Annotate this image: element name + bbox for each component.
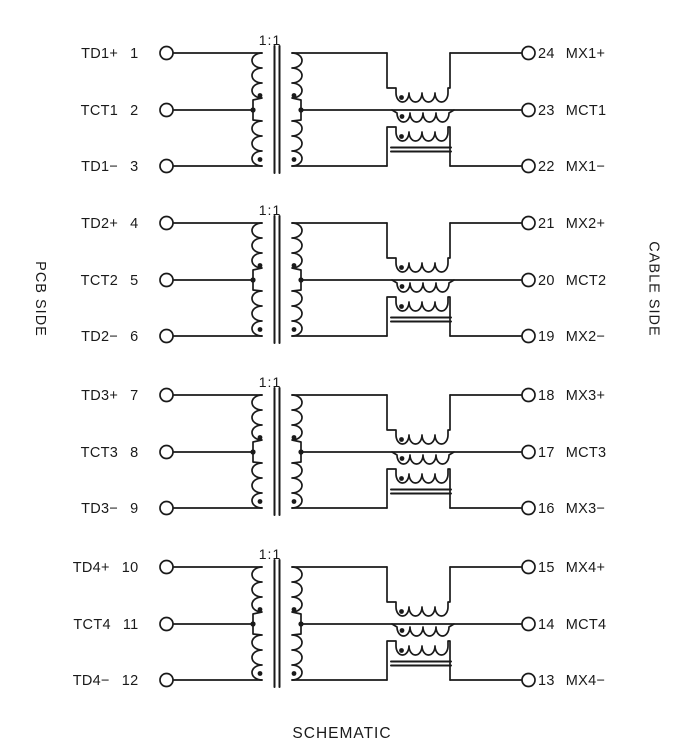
cable-side-label: CABLE SIDE xyxy=(646,241,662,336)
pin-label: TD1+ 1 xyxy=(81,46,138,62)
pin-number: 3 xyxy=(130,159,138,175)
pin-label: 23 MCT1 xyxy=(538,103,606,119)
pin-label: TD3− 9 xyxy=(81,501,138,517)
pin-number: 2 xyxy=(130,103,138,119)
pin-number: 24 xyxy=(538,46,555,62)
pin-number: 23 xyxy=(538,103,555,119)
turns-ratio-label: 1:1 xyxy=(259,202,281,218)
pin-label: 14 MCT4 xyxy=(538,617,606,633)
pin-number: 21 xyxy=(538,216,555,232)
pin-name: TD4− xyxy=(73,673,110,689)
channel-3-graphic xyxy=(159,387,536,516)
pin-name: MCT4 xyxy=(566,617,607,633)
channel-1: 1:1 TD1+ 1 TCT1 2 TD1− 3 24 MX1+ 23 MCT1 22 MX… xyxy=(81,32,606,175)
pin-name: TCT4 xyxy=(73,617,110,633)
pin-label: TD2− 6 xyxy=(81,329,138,345)
pin-number: 12 xyxy=(122,673,139,689)
pin-name: MX2− xyxy=(566,329,605,345)
pin-label: TD1− 3 xyxy=(81,159,138,175)
pin-label: TCT1 2 xyxy=(81,103,139,119)
pin-name: TCT1 xyxy=(81,103,118,119)
pin-label: TCT3 8 xyxy=(81,445,139,461)
pin-label: 16 MX3− xyxy=(538,501,605,517)
pin-number: 16 xyxy=(538,501,555,517)
pin-label: 19 MX2− xyxy=(538,329,605,345)
pin-number: 5 xyxy=(130,273,138,289)
pin-label: TD4+ 10 xyxy=(73,560,139,576)
turns-ratio-label: 1:1 xyxy=(259,374,281,390)
channel-3: 1:1 TD3+ 7 TCT3 8 TD3− 9 18 MX3+ 17 MCT3 16 MX… xyxy=(81,374,606,517)
pin-number: 1 xyxy=(130,46,138,62)
pin-label: 18 MX3+ xyxy=(538,388,605,404)
pin-label: 24 MX1+ xyxy=(538,46,605,62)
pin-label: TD4− 12 xyxy=(73,673,139,689)
pin-label: TCT2 5 xyxy=(81,273,139,289)
pin-number: 9 xyxy=(130,501,138,517)
pin-name: MCT3 xyxy=(566,445,607,461)
pin-name: MX2+ xyxy=(566,216,605,232)
pin-name: TD3+ xyxy=(81,388,118,404)
pin-number: 14 xyxy=(538,617,555,633)
pin-name: TD2− xyxy=(81,329,118,345)
drawing-title: SCHEMATIC xyxy=(292,725,391,742)
pin-name: MX3+ xyxy=(566,388,605,404)
pin-name: TD3− xyxy=(81,501,118,517)
pin-number: 19 xyxy=(538,329,555,345)
pin-number: 18 xyxy=(538,388,555,404)
pin-label: TCT4 11 xyxy=(73,617,138,633)
pin-label: 22 MX1− xyxy=(538,159,605,175)
pin-number: 22 xyxy=(538,159,555,175)
channel-4-graphic xyxy=(159,559,536,688)
pin-name: MX1+ xyxy=(566,46,605,62)
channel-2-graphic xyxy=(159,215,536,344)
pin-number: 10 xyxy=(122,560,139,576)
pin-number: 13 xyxy=(538,673,555,689)
pin-name: TCT2 xyxy=(81,273,118,289)
pin-label: TD3+ 7 xyxy=(81,388,138,404)
pin-number: 20 xyxy=(538,273,555,289)
turns-ratio-label: 1:1 xyxy=(259,32,281,48)
turns-ratio-label: 1:1 xyxy=(259,546,281,562)
channel-4: 1:1 TD4+ 10 TCT4 11 TD4− 12 15 MX4+ 14 MCT4 1… xyxy=(73,546,606,689)
channel-2: 1:1 TD2+ 4 TCT2 5 TD2− 6 21 MX2+ 20 MCT2 19 MX… xyxy=(81,202,606,345)
pcb-side-label: PCB SIDE xyxy=(32,261,48,337)
pin-name: MX3− xyxy=(566,501,605,517)
pin-number: 4 xyxy=(130,216,138,232)
pin-number: 11 xyxy=(123,617,139,633)
pin-name: TD4+ xyxy=(73,560,110,576)
pin-name: MCT1 xyxy=(566,103,607,119)
pin-name: MX4+ xyxy=(566,560,605,576)
pin-number: 15 xyxy=(538,560,555,576)
channel-1-graphic xyxy=(159,45,536,174)
pin-label: 13 MX4− xyxy=(538,673,605,689)
pin-name: MX4− xyxy=(566,673,605,689)
pin-name: TD2+ xyxy=(81,216,118,232)
pin-label: 20 MCT2 xyxy=(538,273,606,289)
pin-number: 8 xyxy=(130,445,138,461)
pin-label: 15 MX4+ xyxy=(538,560,605,576)
pin-name: MX1− xyxy=(566,159,605,175)
pin-name: TD1− xyxy=(81,159,118,175)
pin-number: 6 xyxy=(130,329,138,345)
pin-label: 21 MX2+ xyxy=(538,216,605,232)
pin-name: TCT3 xyxy=(81,445,118,461)
pin-label: 17 MCT3 xyxy=(538,445,606,461)
pin-number: 7 xyxy=(130,388,138,404)
pin-name: MCT2 xyxy=(566,273,607,289)
pin-name: TD1+ xyxy=(81,46,118,62)
pin-label: TD2+ 4 xyxy=(81,216,138,232)
pin-number: 17 xyxy=(538,445,555,461)
